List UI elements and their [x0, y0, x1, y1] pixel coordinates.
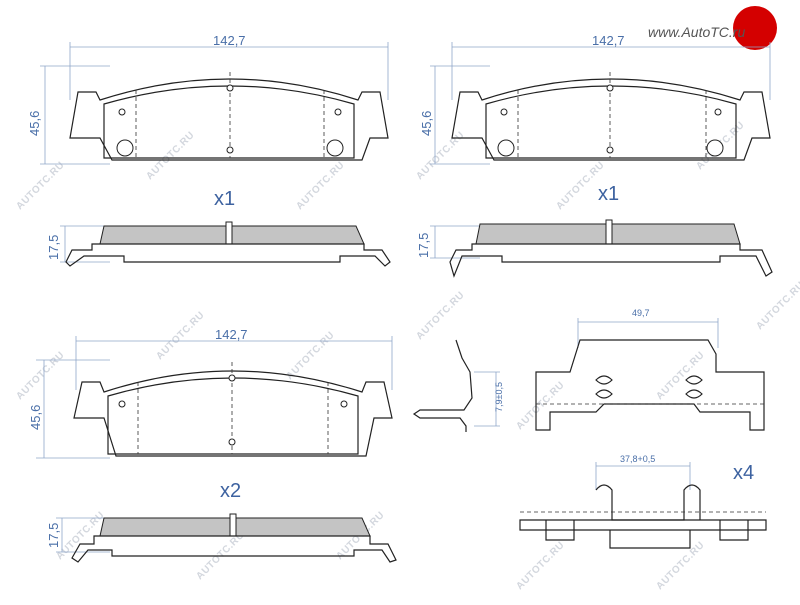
- dim-height: 45,6: [28, 405, 43, 430]
- quantity-label: x1: [598, 183, 619, 205]
- wear-sensor: 7,9±0,5: [412, 339, 504, 432]
- dim-clip: 37,8+0,5: [620, 454, 655, 464]
- pad-face-top-right: 142,7 45,6: [419, 33, 771, 165]
- dim-clip: 49,7: [632, 308, 650, 318]
- watermark-text: AUTOTC.RU: [14, 350, 66, 402]
- dim-height: 45,6: [419, 111, 434, 136]
- pad-side-top-right: 17,5: [416, 219, 773, 278]
- watermark-text: AUTOTC.RU: [514, 380, 566, 432]
- watermark-text: AUTOTC.RU: [294, 160, 346, 212]
- autotc-logo: www.AutoTC.ru: [648, 6, 777, 50]
- clip-top: 49,7: [535, 308, 765, 431]
- quantity-label: x2: [220, 480, 241, 502]
- logo-circle: [733, 6, 777, 50]
- watermark-text: AUTOTC.RU: [284, 330, 336, 382]
- dim-height: 45,6: [27, 111, 42, 136]
- watermark-text: AUTOTC.RU: [144, 130, 196, 182]
- clip-bottom: 37,8+0,5: [519, 454, 767, 549]
- logo-text: www.AutoTC.ru: [648, 24, 745, 40]
- watermark-text: AUTOTC.RU: [414, 290, 466, 342]
- pad-side-top-left: 17,5: [46, 221, 391, 267]
- dim-length: 142,7: [215, 327, 248, 342]
- dim-length: 142,7: [592, 33, 625, 48]
- watermark-text: AUTOTC.RU: [154, 310, 206, 362]
- pad-face-top-left: 142,7 45,6: [27, 33, 389, 165]
- dim-sensor: 7,9±0,5: [494, 382, 504, 412]
- dim-length: 142,7: [213, 33, 246, 48]
- watermark-text: AUTOTC.RU: [14, 160, 66, 212]
- watermark-text: AUTOTC.RU: [514, 540, 566, 592]
- pad-face-bottom: 142,7 45,6: [28, 327, 393, 459]
- dim-thickness: 17,5: [416, 233, 431, 258]
- quantity-label: x4: [733, 462, 754, 484]
- dim-thickness: 17,5: [46, 235, 61, 260]
- quantity-label: x1: [214, 188, 235, 210]
- watermark-text: AUTOTC.RU: [654, 350, 706, 402]
- dim-thickness: 17,5: [46, 523, 61, 548]
- pad-side-bottom: 17,5: [46, 513, 397, 563]
- watermark-text: AUTOTC.RU: [754, 280, 800, 332]
